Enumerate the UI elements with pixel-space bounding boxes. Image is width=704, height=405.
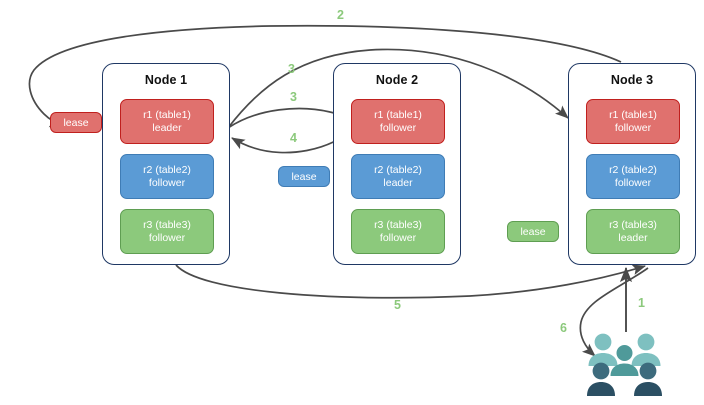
replica-box[interactable]: r1 (table1) follower — [351, 99, 445, 144]
users-back-row — [588, 333, 661, 366]
replica-box[interactable]: r2 (table2) leader — [351, 154, 445, 199]
replica-box[interactable]: r2 (table2) follower — [120, 154, 214, 199]
replica-box[interactable]: r1 (table1) leader — [120, 99, 214, 144]
replica-name: r3 (table3) — [609, 218, 657, 231]
replica-role: follower — [614, 121, 652, 134]
replica-name: r1 (table1) — [609, 108, 657, 121]
arrow-step-5 — [175, 264, 646, 299]
node-title: Node 2 — [375, 73, 419, 87]
step-label-4: 4 — [290, 131, 297, 145]
step-label-3-short: 3 — [290, 90, 297, 104]
replica-role: follower — [148, 176, 186, 189]
replica-role: follower — [614, 176, 652, 189]
node-title: Node 1 — [144, 73, 188, 87]
step-label-2: 2 — [337, 8, 344, 22]
replica-name: r2 (table2) — [374, 163, 422, 176]
replica-name: r2 (table2) — [609, 163, 657, 176]
replica-name: r3 (table3) — [374, 218, 422, 231]
replica-box[interactable]: r2 (table2) follower — [586, 154, 680, 199]
replica-role: leader — [383, 176, 413, 189]
step-label-3-long: 3 — [288, 62, 295, 76]
replica-name: r1 (table1) — [374, 108, 422, 121]
replica-box[interactable]: r3 (table3) follower — [351, 209, 445, 254]
users-group-icon — [587, 333, 662, 396]
replica-role: leader — [618, 231, 648, 244]
step-label-5: 5 — [394, 298, 401, 312]
node-container-1[interactable]: Node 1 r1 (table1) leader r2 (table2) fo… — [102, 63, 230, 265]
users-middle-figure — [610, 345, 639, 376]
replica-box[interactable]: r3 (table3) leader — [586, 209, 680, 254]
step-label-1: 1 — [638, 296, 645, 310]
lease-badge-blue[interactable]: lease — [278, 166, 330, 187]
users-front-row-bodies — [587, 382, 662, 396]
replica-role: follower — [148, 231, 186, 244]
node-title: Node 3 — [610, 73, 654, 87]
replica-role: follower — [379, 121, 417, 134]
users-front-row — [592, 362, 657, 380]
replica-box[interactable]: r3 (table3) follower — [120, 209, 214, 254]
replica-name: r2 (table2) — [143, 163, 191, 176]
replica-box[interactable]: r1 (table1) follower — [586, 99, 680, 144]
replica-role: leader — [152, 121, 182, 134]
lease-badge-green[interactable]: lease — [507, 221, 559, 242]
node-container-2[interactable]: Node 2 r1 (table1) follower r2 (table2) … — [333, 63, 461, 265]
node-container-3[interactable]: Node 3 r1 (table1) follower r2 (table2) … — [568, 63, 696, 265]
step-label-6: 6 — [560, 321, 567, 335]
lease-badge-red[interactable]: lease — [50, 112, 102, 133]
replica-name: r3 (table3) — [143, 218, 191, 231]
replica-role: follower — [379, 231, 417, 244]
replica-name: r1 (table1) — [143, 108, 191, 121]
